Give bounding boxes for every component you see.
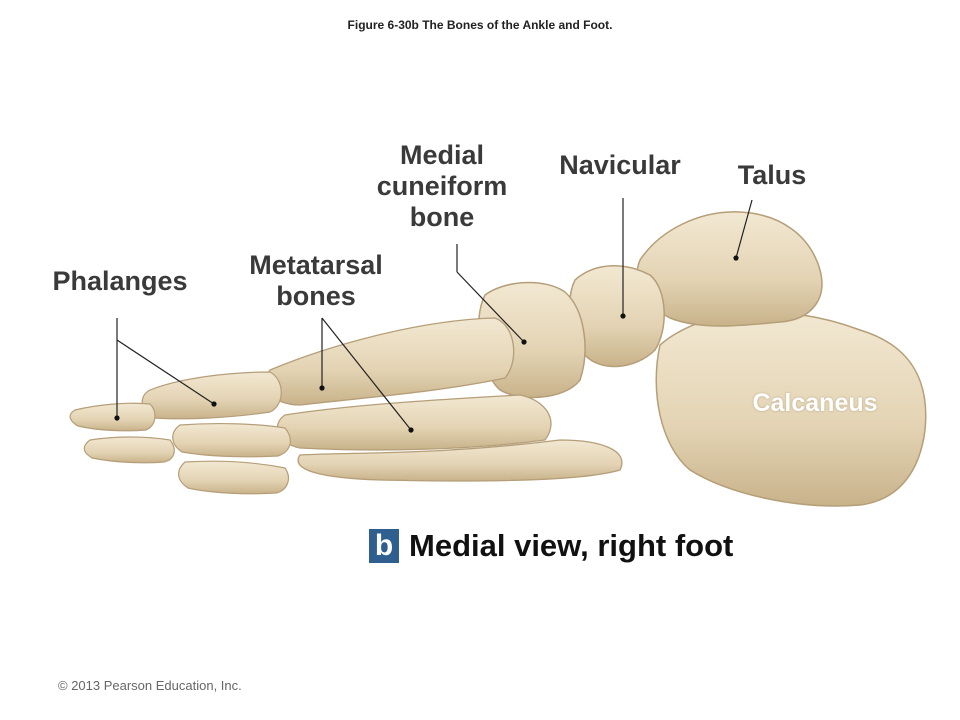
label-calcaneus: Calcaneus xyxy=(735,388,895,419)
dot-metatarsal-b xyxy=(408,427,414,433)
leader-medial-cuneiform-2 xyxy=(456,271,525,343)
leader-phalanges-b xyxy=(116,339,215,405)
label-talus-text: Talus xyxy=(737,160,807,190)
phalanx-1 xyxy=(141,371,282,420)
label-medial-cuneiform-line1: Medial xyxy=(399,140,485,170)
phalanx-5 xyxy=(178,460,289,495)
metatarsal-2 xyxy=(276,394,552,451)
label-phalanges: Phalanges xyxy=(40,266,200,297)
dot-phalanges-b xyxy=(211,401,217,407)
leader-metatarsal-b xyxy=(321,317,412,431)
label-navicular-text: Navicular xyxy=(559,150,681,180)
phalanx-4 xyxy=(83,436,175,464)
dot-metatarsal-a xyxy=(319,385,325,391)
phalanx-3 xyxy=(172,422,291,458)
leader-dots xyxy=(114,255,739,433)
label-medial-cuneiform-line3: bone xyxy=(409,202,475,232)
label-medial-cuneiform-line2: cuneiform xyxy=(376,171,508,201)
metatarsal-1 xyxy=(265,317,515,406)
caption-text: Medial view, right foot xyxy=(409,528,734,563)
dot-medial-cuneiform xyxy=(521,339,527,345)
copyright-notice: © 2013 Pearson Education, Inc. xyxy=(58,678,242,693)
talus-bone xyxy=(636,211,823,327)
phalanx-2 xyxy=(69,402,156,432)
label-metatarsal-line1: Metatarsal xyxy=(249,250,383,280)
leader-talus xyxy=(735,199,753,259)
dot-navicular xyxy=(620,313,626,319)
dot-phalanges-a xyxy=(114,415,120,421)
label-calcaneus-text: Calcaneus xyxy=(752,389,878,417)
dot-talus xyxy=(733,255,739,261)
foot-bones-group xyxy=(69,211,927,507)
leader-lines xyxy=(116,198,753,431)
label-navicular: Navicular xyxy=(540,150,700,181)
label-talus: Talus xyxy=(722,160,822,191)
metatarsal-3 xyxy=(297,439,623,482)
panel-badge: b xyxy=(369,529,399,563)
label-medial-cuneiform: Medial cuneiform bone xyxy=(352,140,532,233)
figure-title: Figure 6-30b The Bones of the Ankle and … xyxy=(347,18,613,32)
figure-caption: b Medial view, right foot xyxy=(369,527,733,565)
label-metatarsal-line2: bones xyxy=(276,281,356,311)
label-metatarsal-bones: Metatarsal bones xyxy=(226,250,406,312)
label-phalanges-text: Phalanges xyxy=(52,266,188,296)
